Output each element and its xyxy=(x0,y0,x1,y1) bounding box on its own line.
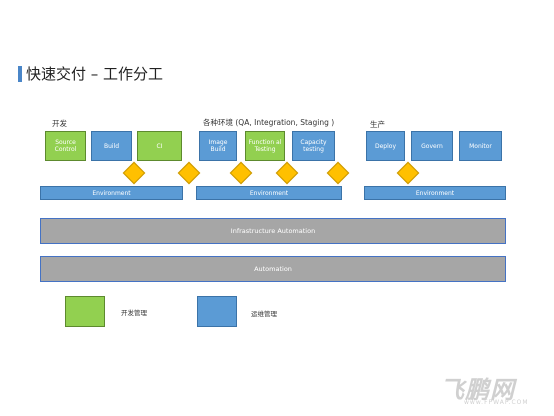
monitor-box: Monitor xyxy=(459,131,502,161)
handoff-diamond-icon xyxy=(122,161,146,185)
infrastructure-automation-bar: Infrastructure Automation xyxy=(40,218,506,244)
functional-testing-box: Function al Testing xyxy=(245,131,285,161)
handoff-diamond-icon xyxy=(396,161,420,185)
build-box: Build xyxy=(91,131,132,161)
handoff-diamond-icon xyxy=(275,161,299,185)
environment-bar-prod: Environment xyxy=(364,186,506,200)
section-label-dev: 开发 xyxy=(52,119,67,128)
image-build-box: Image Build xyxy=(199,131,237,161)
legend-swatch-ops xyxy=(197,296,237,327)
watermark-url: www.FPWAP.COM xyxy=(464,399,529,406)
legend-label-ops: 运维管理 xyxy=(251,310,277,318)
handoff-diamond-icon xyxy=(326,161,350,185)
deploy-box: Deploy xyxy=(366,131,405,161)
handoff-diamond-icon xyxy=(229,161,253,185)
environment-bar-dev: Environment xyxy=(40,186,183,200)
ci-box: CI xyxy=(137,131,182,161)
watermark-logo: 飞鹏网 www.FPWAP.COM xyxy=(434,370,544,410)
section-label-prod: 生产 xyxy=(370,120,385,129)
automation-bar: Automation xyxy=(40,256,506,282)
handoff-diamond-icon xyxy=(177,161,201,185)
title-accent-bar xyxy=(18,66,22,82)
section-label-envs: 各种环境 (QA, Integration, Staging ) xyxy=(203,118,335,127)
page-title: 快速交付 – 工作分工 xyxy=(26,65,164,83)
watermark-text: 飞鹏网 xyxy=(440,376,515,404)
legend-label-dev: 开发管理 xyxy=(121,309,147,317)
capacity-testing-box: Capacity testing xyxy=(292,131,335,161)
govern-box: Govern xyxy=(411,131,453,161)
legend-swatch-dev xyxy=(65,296,105,327)
source-control-box: Source Control xyxy=(45,131,86,161)
environment-bar-test: Environment xyxy=(196,186,342,200)
